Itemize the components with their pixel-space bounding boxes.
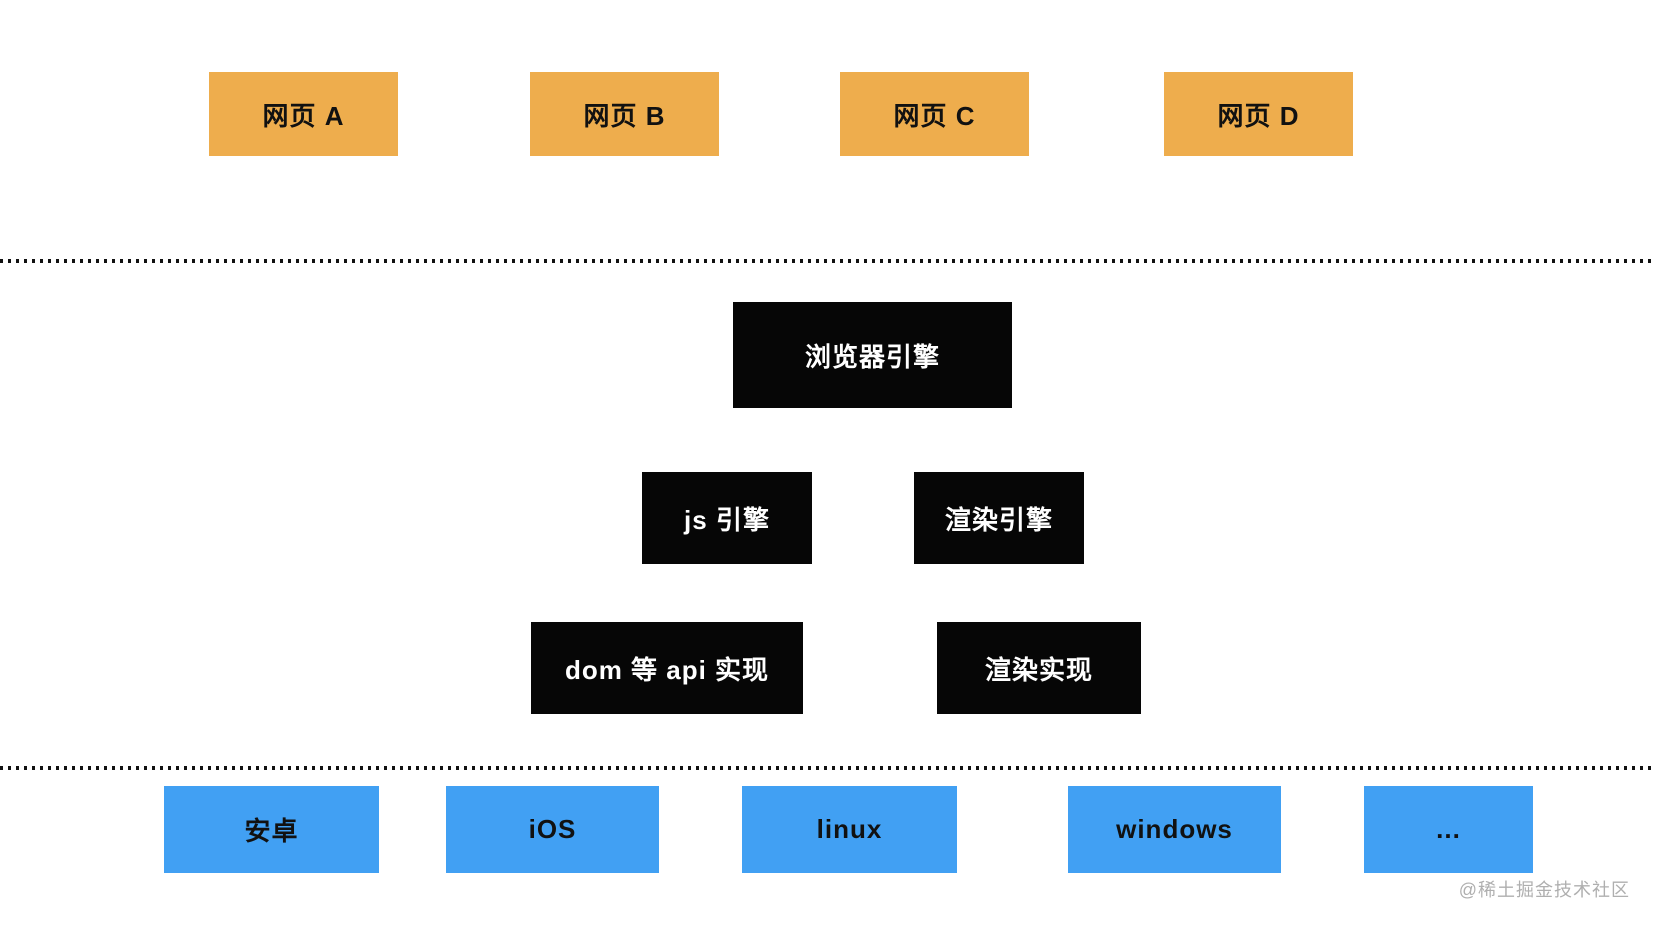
- dom-api-impl-box: dom 等 api 实现: [531, 622, 803, 714]
- render-impl-label: 渲染实现: [984, 654, 1093, 685]
- platform-android-box: 安卓: [164, 786, 379, 873]
- webpage-a-label: 网页 A: [262, 100, 345, 131]
- render-engine-box: 渲染引擎: [914, 472, 1084, 564]
- platform-linux-box: linux: [742, 786, 957, 873]
- browser-engine-box: 浏览器引擎: [733, 302, 1012, 408]
- webpage-a-box: 网页 A: [209, 72, 398, 156]
- webpage-c-label: 网页 C: [893, 100, 976, 131]
- platform-windows-label: windows: [1116, 814, 1233, 844]
- platform-android-label: 安卓: [244, 816, 299, 846]
- js-engine-label: js 引擎: [684, 504, 770, 535]
- platform-linux-label: linux: [816, 814, 883, 844]
- watermark: @稀土掘金技术社区: [1458, 880, 1630, 900]
- webpage-b-label: 网页 B: [583, 100, 666, 131]
- webpage-b-box: 网页 B: [530, 72, 719, 156]
- browser-engine-label: 浏览器引擎: [804, 341, 940, 372]
- divider-browser-platforms: [0, 766, 1656, 770]
- render-impl-box: 渲染实现: [937, 622, 1141, 714]
- render-engine-label: 渲染引擎: [944, 504, 1053, 535]
- divider-webpages-browser: [0, 259, 1656, 263]
- platform-ios-label: iOS: [528, 814, 577, 844]
- platform-ellipsis-label: ...: [1436, 814, 1461, 844]
- platform-ellipsis-box: ...: [1364, 786, 1533, 873]
- platform-ios-box: iOS: [446, 786, 659, 873]
- webpage-d-label: 网页 D: [1217, 100, 1300, 131]
- dom-api-impl-label: dom 等 api 实现: [564, 654, 770, 685]
- platform-windows-box: windows: [1068, 786, 1281, 873]
- js-engine-box: js 引擎: [642, 472, 812, 564]
- webpage-c-box: 网页 C: [840, 72, 1029, 156]
- webpage-d-box: 网页 D: [1164, 72, 1353, 156]
